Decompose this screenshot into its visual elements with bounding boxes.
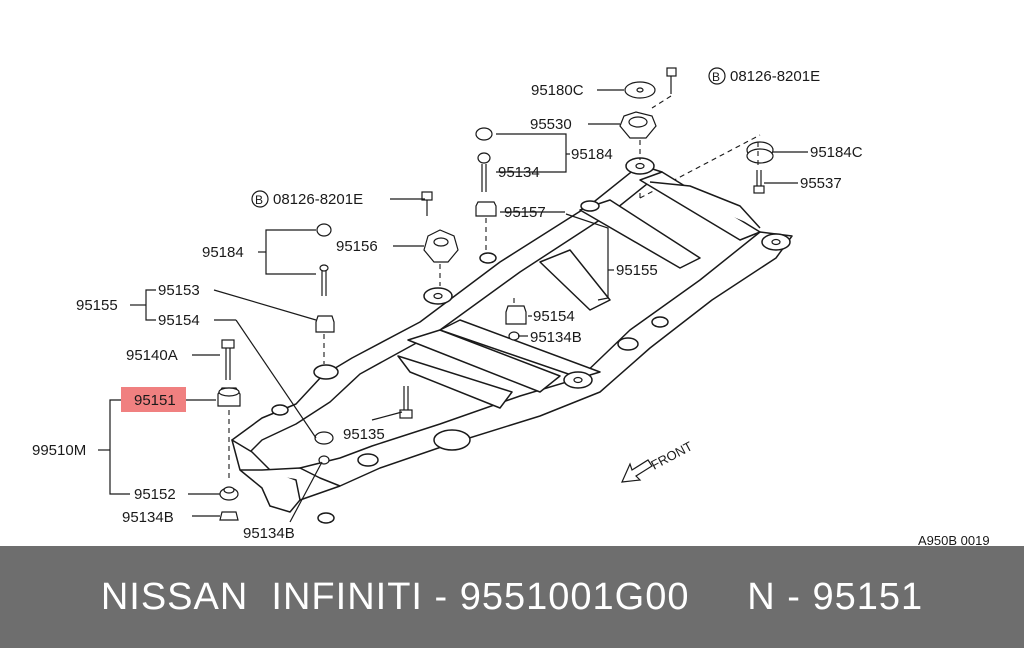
label-95151: 95151 [134, 392, 176, 409]
label-95134b-right: 95134B [530, 329, 582, 346]
label-95154-left: 95154 [158, 312, 200, 329]
label-95537: 95537 [800, 175, 842, 192]
label-95154-right: 95154 [533, 308, 575, 325]
label-95134b-bottom: 95134B [243, 525, 295, 542]
label-95184c: 95184C [810, 144, 863, 161]
chassis-frame [231, 134, 793, 524]
label-95152: 95152 [134, 486, 176, 503]
label-95157: 95157 [504, 204, 546, 221]
label-95153: 95153 [158, 282, 200, 299]
label-95140a: 95140A [126, 347, 178, 364]
front-arrow-icon [621, 459, 653, 483]
leader-lines [98, 89, 808, 523]
label-95135: 95135 [343, 426, 385, 443]
label-95184-left: 95184 [202, 244, 244, 261]
part-number-footer: NISSAN INFINITI - 9551001G00 N - 95151 [0, 546, 1024, 648]
label-95530: 95530 [530, 116, 572, 133]
label-95156: 95156 [336, 238, 378, 255]
frame-parts-diagram: 95180C B 08126-8201E 95530 95184 95134 9… [32, 67, 990, 546]
highlight-box [121, 387, 186, 412]
footer-part-text: NISSAN INFINITI - 9551001G00 N - 95151 [100, 575, 924, 618]
label-95184-top: 95184 [571, 146, 613, 163]
part-labels: 95180C B 08126-8201E 95530 95184 95134 9… [32, 67, 863, 542]
label-95180c: 95180C [531, 82, 584, 99]
diagram-code: A950B 0019 [918, 533, 990, 546]
bolt-marker-mid: B [255, 193, 263, 207]
label-99510m: 99510M [32, 442, 86, 459]
bolt-marker-top: B [712, 70, 720, 84]
label-95134-top: 95134 [498, 164, 540, 181]
front-direction-indicator: FRONT [621, 438, 695, 483]
label-08126-mid: 08126-8201E [273, 191, 363, 208]
parts [217, 67, 774, 521]
label-08126-top: 08126-8201E [730, 68, 820, 85]
label-95134b-left: 95134B [122, 509, 174, 526]
front-label: FRONT [648, 438, 695, 472]
label-95155-left: 95155 [76, 297, 118, 314]
label-95155-right: 95155 [616, 262, 658, 279]
